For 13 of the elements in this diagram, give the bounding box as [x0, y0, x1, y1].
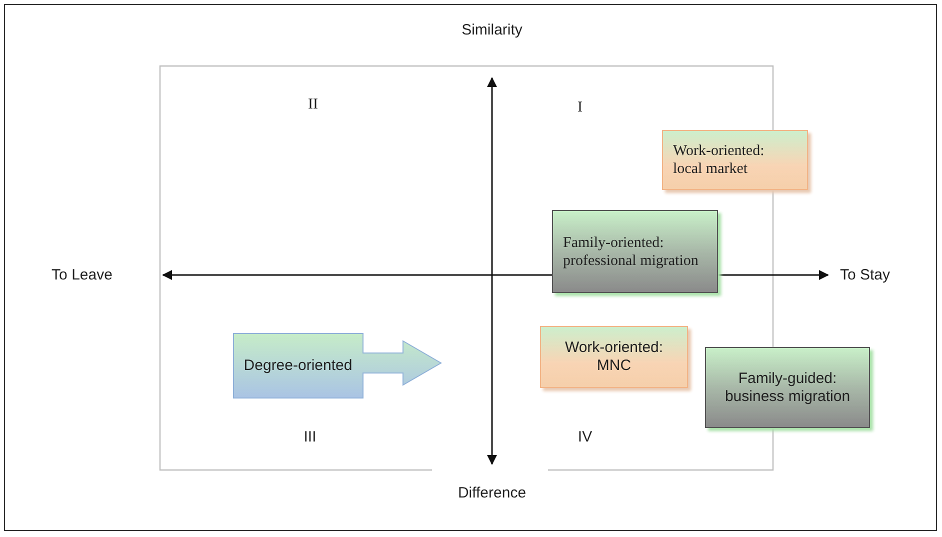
category-box: Family-oriented: professional migration [552, 210, 718, 293]
quadrant-number: III [304, 428, 316, 446]
axis-label: To Leave [52, 266, 112, 284]
axis-label: Difference [458, 484, 526, 502]
quadrant-number: IV [578, 428, 592, 446]
category-box: Work-oriented: MNC [540, 326, 688, 388]
axis-label: To Stay [840, 266, 890, 284]
axis-label: Similarity [462, 22, 522, 38]
category-box: Family-guided: business migration [705, 347, 870, 428]
quadrant-number: II [308, 96, 318, 114]
quadrant-number: I [578, 100, 582, 116]
box-label: Degree-oriented [242, 357, 354, 375]
category-box: Work-oriented: local market [662, 130, 808, 190]
